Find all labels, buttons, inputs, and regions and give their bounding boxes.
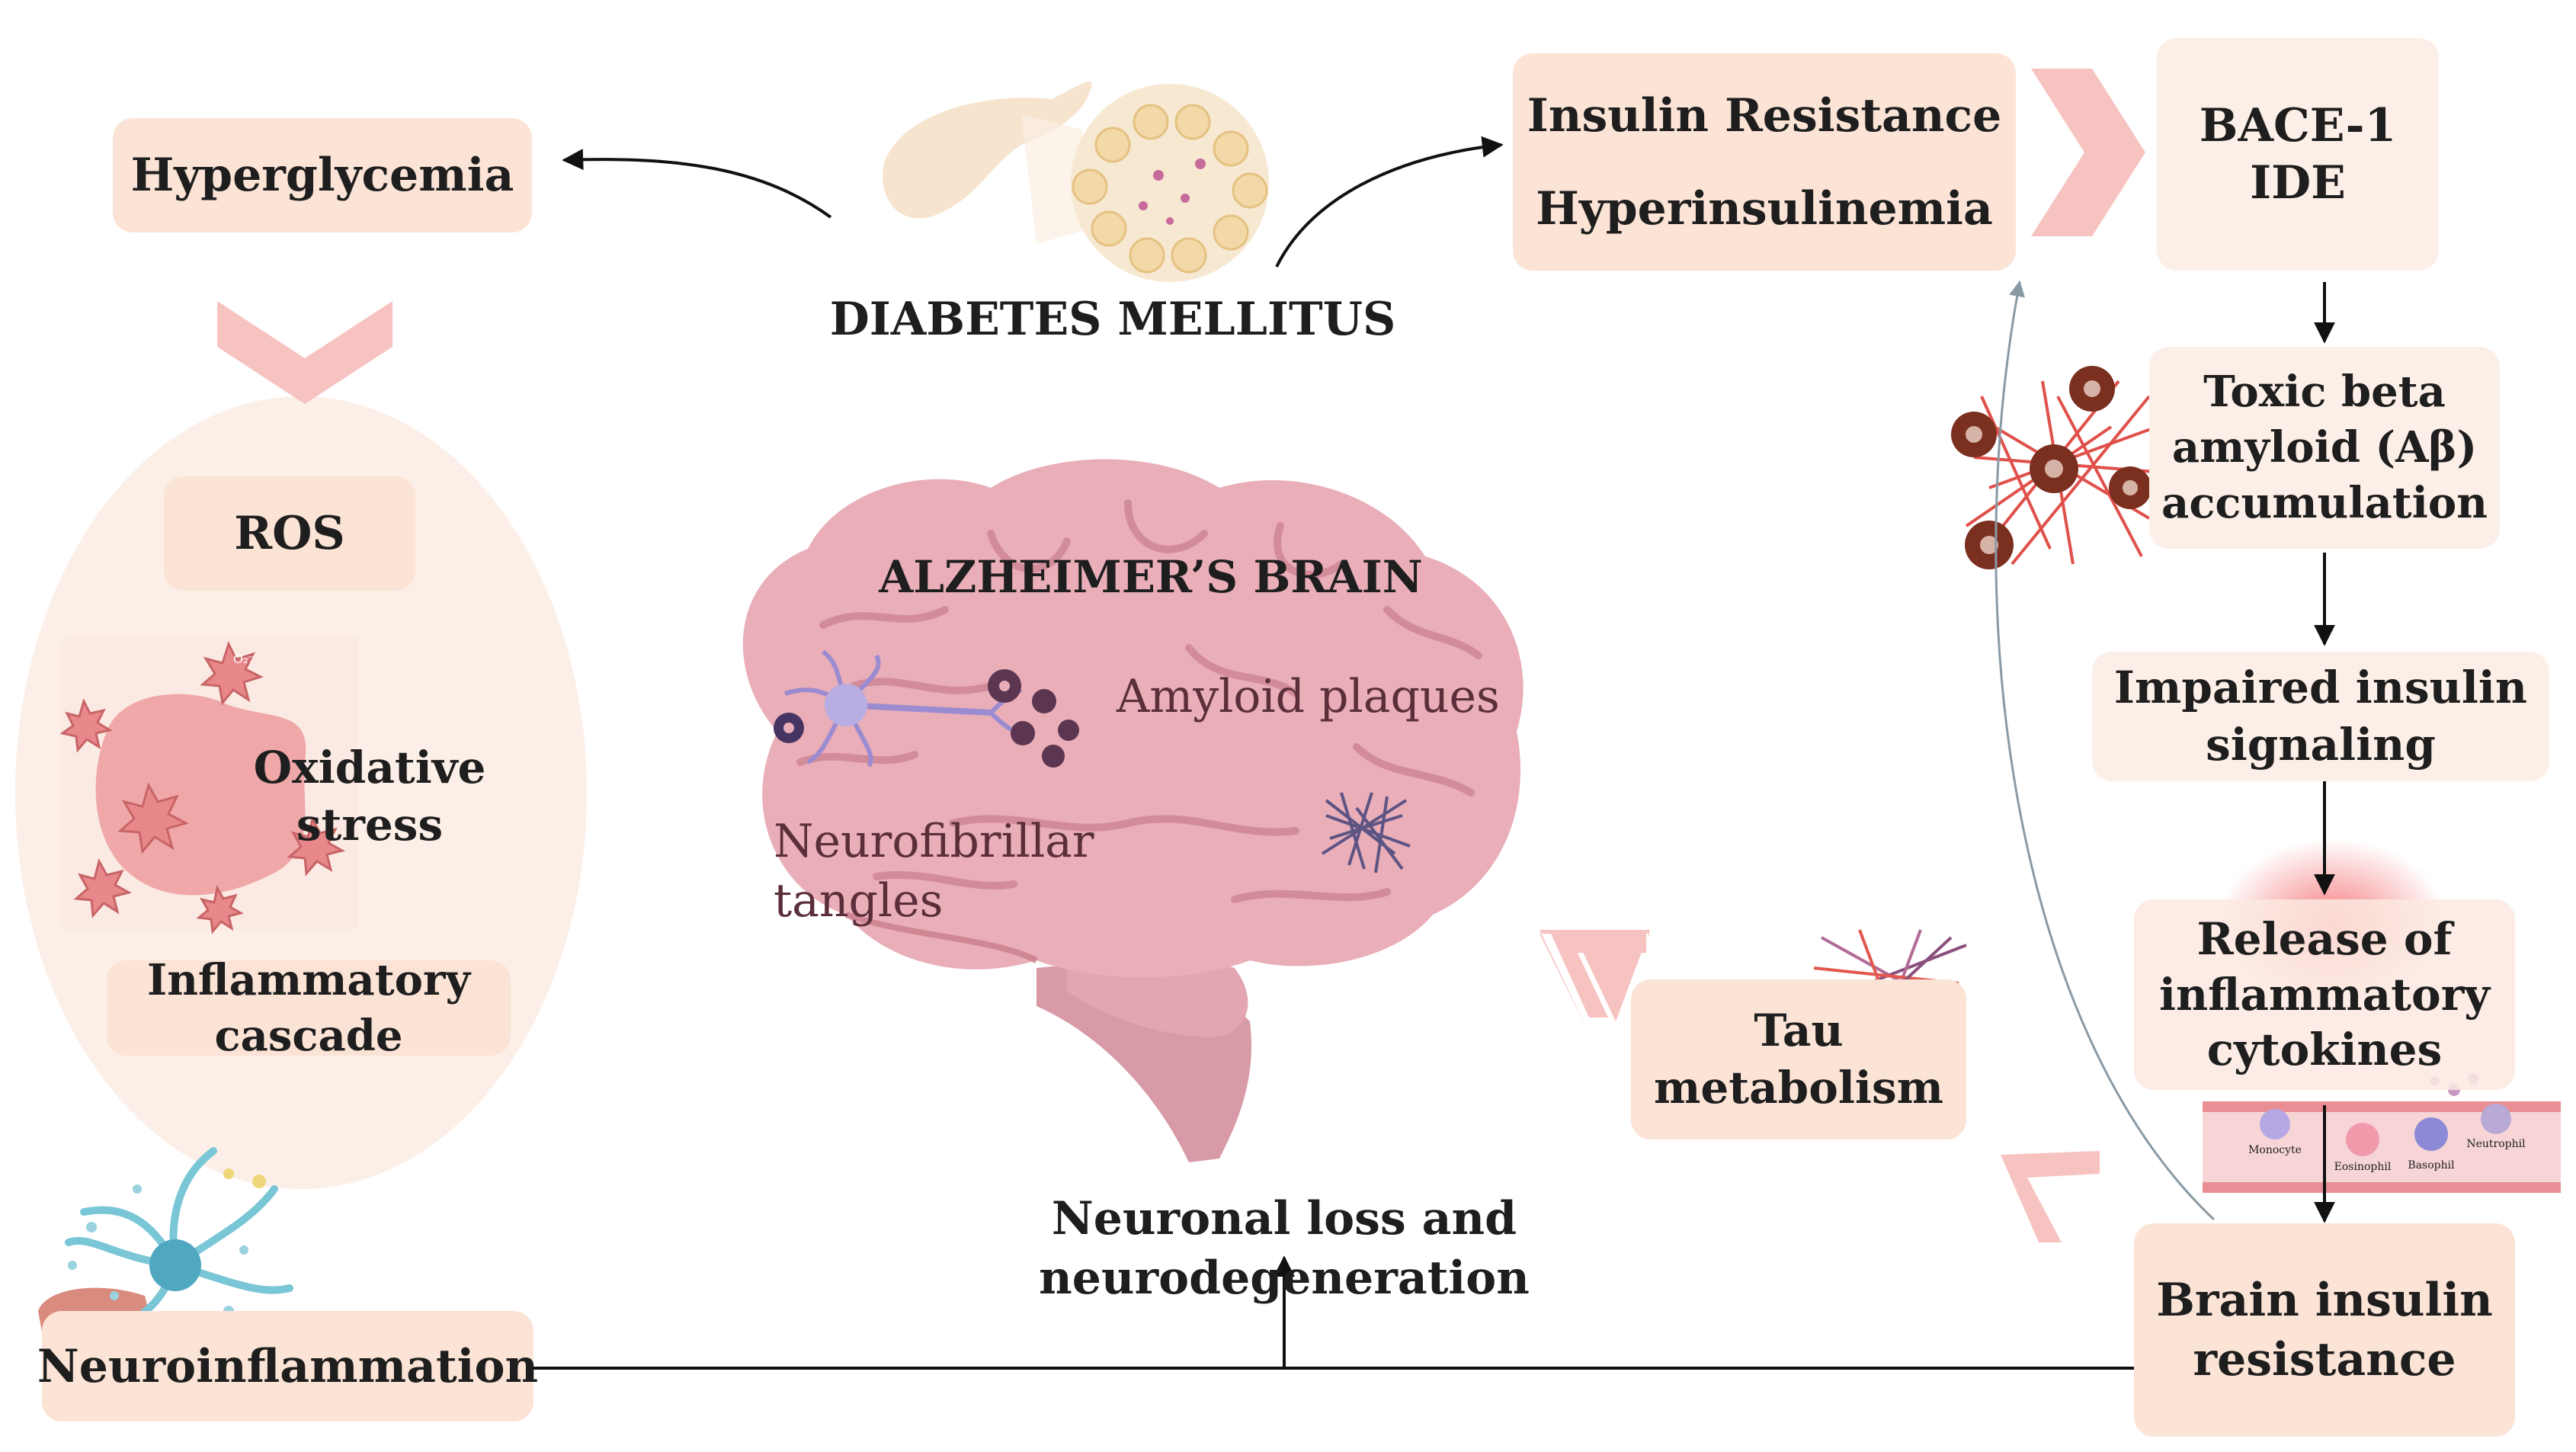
tau-label: Tau [1754,1004,1844,1056]
chevron-left-icon [2001,1151,2100,1242]
amyloid-plaque-icon [1951,366,2151,569]
chevron-down-icon [217,301,392,404]
oxidative-stress-label: Oxidative stress [253,742,486,851]
hyperglycemia-box: Hyperglycemia [113,118,532,232]
inflammatory-cascade-label-2: cascade [214,1010,403,1061]
neurofibrillar-tangles-label: Neurofibrillar tangles [774,815,1094,928]
brain-insulin-resistance-box: Brain insulin resistance [2134,1223,2515,1437]
hyperglycemia-label: Hyperglycemia [130,149,514,202]
cell-label-neutrophil: Neutrophil [2466,1138,2526,1150]
toxic-beta-amyloid-box: Toxic beta amyloid (Aβ) accumulation [2149,347,2500,549]
chevron-left-icon [1540,930,1650,1033]
cell-label-monocyte: Monocyte [2248,1144,2302,1156]
inflammatory-cytokines-box: Release of inflammatory cytokines [2134,899,2515,1090]
neuronal-loss-label: Neuronal loss and neurodegeneration [1039,1192,1530,1305]
inflammatory-cascade-box: Inflammatory cascade [107,955,511,1061]
brain-icon [742,459,1523,1162]
ros-label: ROS [234,507,345,560]
ide-label: IDE [2250,155,2346,210]
hyperinsulinemia-label: Hyperinsulinemia [1536,181,1993,236]
bace-ide-box: BACE-1 IDE [2157,38,2439,271]
arrow-feedback-curve [1994,280,2216,1221]
metabolism-label: metabolism [1654,1062,1943,1114]
arrow-to-hyperglycemia [562,149,832,219]
tangle-icon [1321,792,1411,873]
inflammatory-label: inflammatory [2158,968,2490,1021]
cell-label-basophil: Basophil [2408,1159,2455,1172]
radical-label: O₂⁻ [233,652,255,666]
inflammatory-cascade-label-1: Inflammatory [147,954,470,1005]
amyloid-plaque-icon [988,669,1079,768]
resistance-label: resistance [2193,1333,2456,1386]
blood-vessel-icon [2203,1073,2561,1193]
impaired-insulin-signaling-box: Impaired insulin signaling [2092,652,2549,781]
signaling-label: signaling [2206,719,2436,771]
diabetes-mellitus-label: DIABETES MELLITUS [829,293,1396,346]
neuroinflammation-box: Neuroinflammation [37,1311,538,1422]
oxidative-stress-cell-icon [59,636,358,934]
bace1-label: BACE-1 [2199,98,2397,152]
amyloid-plaques-label: Amyloid plaques [1117,670,1500,723]
tau-metabolism-box: Tau metabolism [1631,979,1966,1139]
impaired-insulin-label: Impaired insulin [2113,661,2528,713]
toxic-beta-label: Toxic beta [2203,367,2446,418]
insulin-resistance-box: Insulin Resistance Hyperinsulinemia [1513,53,2016,271]
insulin-resistance-label: Insulin Resistance [1527,88,2002,143]
chevron-left-icon [1551,930,1646,1018]
brain-insulin-label: Brain insulin [2156,1274,2493,1327]
chevron-right-icon [2031,69,2145,236]
pancreas-islet-icon [883,81,1269,282]
release-of-label: Release of [2196,913,2453,966]
amyloid-label: amyloid (Aβ) [2171,422,2478,473]
accumulation-label: accumulation [2161,477,2488,528]
alzheimers-brain-title: ALZHEIMER’S BRAIN [879,551,1423,603]
arrow-to-insulin-resistance [1275,136,1504,268]
cytokines-label: cytokines [2206,1024,2443,1076]
neuroinflammation-label: Neuroinflammation [37,1339,539,1393]
ros-box: ROS [164,476,415,591]
cell-label-eosinophil: Eosinophil [2334,1161,2392,1173]
